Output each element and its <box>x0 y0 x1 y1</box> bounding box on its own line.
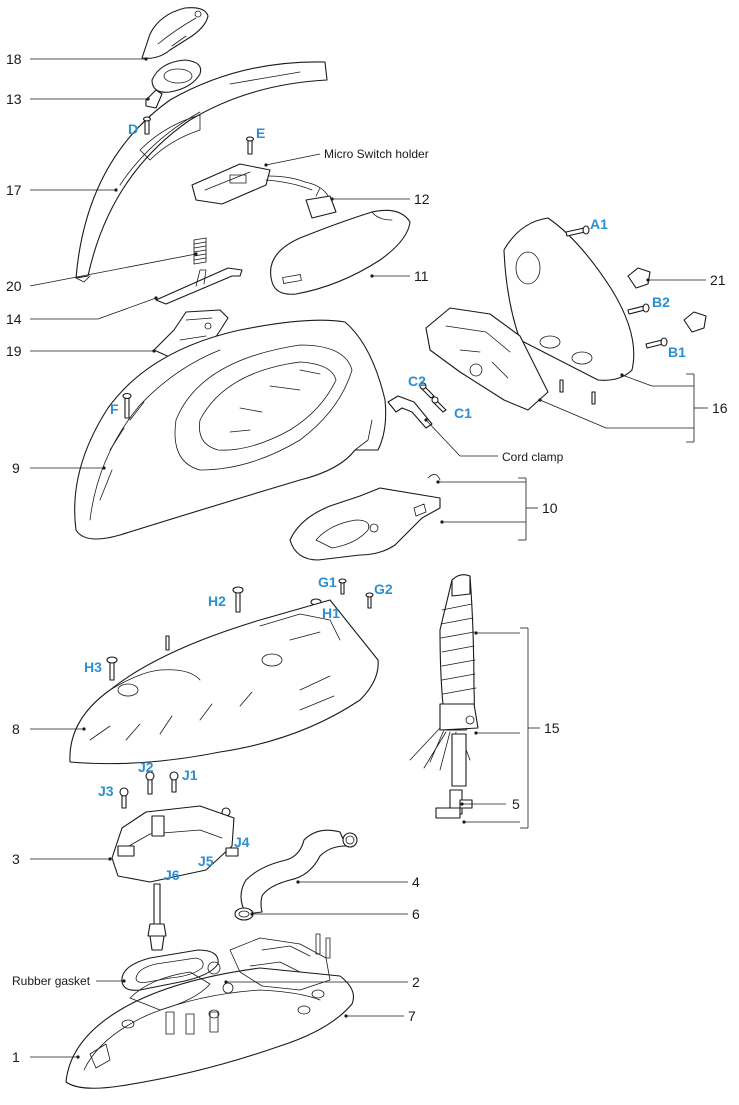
screw-f <box>122 392 132 419</box>
part-3-thermostat <box>111 805 239 883</box>
part-18-button <box>141 7 209 59</box>
label-screw-j1: J1 <box>182 767 198 783</box>
screw-j3 <box>119 787 129 809</box>
label-screw-j3: J3 <box>98 783 114 799</box>
label-17: 17 <box>6 182 22 198</box>
screw-a1 <box>565 225 590 237</box>
part-10-bottom-cover <box>289 474 441 561</box>
label-screw-j5: J5 <box>198 853 214 869</box>
part-16-rear-housing <box>425 217 635 411</box>
part-9-housing <box>74 319 387 540</box>
part-12-micro-switch <box>191 163 337 219</box>
label-15: 15 <box>544 720 560 736</box>
part-21-caps <box>627 267 707 333</box>
part-14-lever <box>155 267 243 305</box>
label-14: 14 <box>6 311 22 327</box>
label-screw-d: D <box>128 121 138 137</box>
part-name-labels: Micro Switch holder Cord clamp Rubber ga… <box>12 147 564 988</box>
label-1: 1 <box>12 1049 20 1065</box>
label-20: 20 <box>6 278 22 294</box>
cord-clamp <box>387 395 433 429</box>
label-screw-j6: J6 <box>164 867 180 883</box>
part-6-ring <box>234 907 254 921</box>
label-9: 9 <box>12 460 20 476</box>
label-5: 5 <box>512 796 520 812</box>
label-screw-h3: H3 <box>84 659 102 675</box>
screw-c2 <box>419 382 435 399</box>
screw-labels: D E A1 B2 B1 C2 C1 F G1 G2 H2 H1 H3 J2 J… <box>84 121 686 883</box>
label-screw-a1: A1 <box>590 216 608 232</box>
part-20-spring <box>193 237 207 265</box>
label-screw-f: F <box>110 401 119 417</box>
screw-center-8 <box>165 635 170 651</box>
screw-g1 <box>338 578 347 595</box>
label-screw-b2: B2 <box>652 294 670 310</box>
screw-b1 <box>645 337 668 349</box>
label-16: 16 <box>712 400 728 416</box>
label-cord-clamp: Cord clamp <box>502 450 564 464</box>
label-screw-g1: G1 <box>318 574 337 590</box>
part-7-soleplate <box>65 933 355 1089</box>
screw-c1 <box>431 396 447 413</box>
label-13: 13 <box>6 91 22 107</box>
label-19: 19 <box>6 343 22 359</box>
label-3: 3 <box>12 851 20 867</box>
small-screws-16 <box>559 379 596 405</box>
screw-h3 <box>106 656 118 681</box>
screw-e <box>245 136 255 155</box>
label-screw-b1: B1 <box>668 344 686 360</box>
label-8: 8 <box>12 721 20 737</box>
part-number-labels: 18 13 17 20 14 19 9 8 3 1 12 11 21 16 10… <box>6 51 728 1065</box>
label-screw-j4: J4 <box>234 834 250 850</box>
label-screw-e: E <box>256 125 265 141</box>
screw-h2 <box>232 586 244 613</box>
label-screw-h2: H2 <box>208 593 226 609</box>
label-12: 12 <box>414 191 430 207</box>
screw-g2 <box>365 592 374 609</box>
label-4: 4 <box>412 874 420 890</box>
screw-b2 <box>627 303 650 315</box>
label-2: 2 <box>412 974 420 990</box>
label-6: 6 <box>412 906 420 922</box>
leader-lines <box>29 57 708 1059</box>
part-15-cord-sleeve <box>409 574 479 787</box>
label-screw-c1: C1 <box>454 405 472 421</box>
screw-j2 <box>145 771 155 795</box>
label-10: 10 <box>542 500 558 516</box>
part-11-shield-plate <box>270 209 411 295</box>
part-8-chassis <box>69 599 379 765</box>
label-rubber-gasket: Rubber gasket <box>12 974 91 988</box>
label-11: 11 <box>414 268 429 284</box>
label-micro-switch-holder: Micro Switch holder <box>324 147 429 161</box>
label-screw-g2: G2 <box>374 581 393 597</box>
label-18: 18 <box>6 51 22 67</box>
screw-j1 <box>169 771 179 793</box>
part-17-handle-cover <box>75 61 328 283</box>
screw-d <box>142 116 152 135</box>
label-screw-c2: C2 <box>408 373 426 389</box>
part-13-insert <box>145 59 202 109</box>
label-screw-h1: H1 <box>322 605 340 621</box>
label-7: 7 <box>408 1008 416 1024</box>
label-screw-j2: J2 <box>138 759 154 775</box>
steam-valve-stem <box>147 883 167 951</box>
label-21: 21 <box>710 272 726 288</box>
part-4-hose <box>240 829 358 915</box>
